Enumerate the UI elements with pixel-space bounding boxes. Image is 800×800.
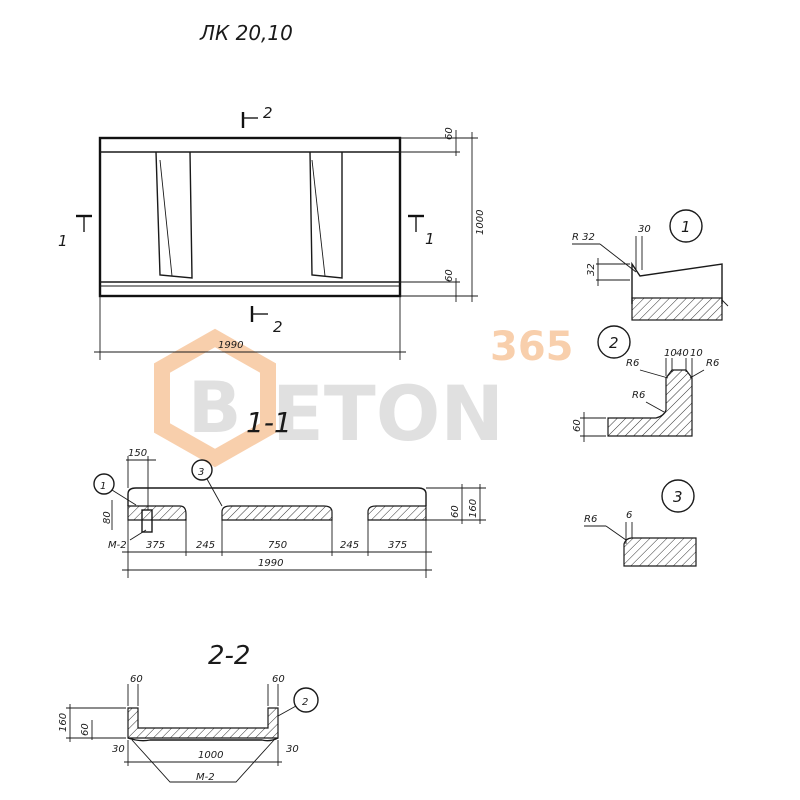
plan-rib-left [155, 151, 193, 279]
section-2-2-hatch [127, 707, 279, 739]
plan-width-dim: 1990 [218, 340, 243, 351]
plan-rib-right [309, 151, 343, 279]
detail-2-dim-40: 40 [676, 348, 689, 359]
section-2-2-dim-1000: 1000 [198, 750, 223, 761]
dim-80: 80 [102, 511, 113, 524]
embed-m2-plate [141, 509, 153, 533]
detail-2-hatch [607, 369, 693, 437]
dim-1990: 1990 [258, 558, 283, 569]
detail-1-dim-32: 32 [586, 263, 597, 276]
cut-mark-bottom: 2 [273, 318, 283, 336]
section-2-2-dim-60-right: 60 [272, 674, 285, 685]
detail-1-hatch [631, 297, 723, 321]
dim-375-left: 375 [146, 540, 165, 551]
watermark: B 365 ETON [154, 324, 574, 468]
drawing-title: ЛК 20,10 [199, 21, 293, 45]
section-2-2-dim-60-left: 60 [130, 674, 143, 685]
detail-3-dim-6: 6 [626, 510, 632, 521]
watermark-hex-icon [154, 328, 276, 468]
detail-2-dim-60: 60 [572, 419, 583, 432]
detail-2-dim-10a: 10 [664, 348, 677, 359]
cut-mark-right: 1 [425, 230, 435, 248]
detail-1-dim-30: 30 [638, 224, 651, 235]
section-2-2: 2-2 М-2 2 60 60 160 60 30 30 1000 [58, 641, 319, 783]
plan-outline [98, 136, 402, 298]
section-2-2-label: 2-2 [208, 641, 250, 671]
section-2-2-dim-30-left: 30 [112, 744, 125, 755]
dim-375-right: 375 [388, 540, 407, 551]
dim-60: 60 [450, 505, 461, 518]
dim-750: 750 [268, 540, 287, 551]
callout-1: 1 [100, 481, 106, 492]
embed-m2-label: М-2 [108, 540, 127, 551]
detail-2-r6-left: R6 [626, 358, 639, 369]
plan-height-dim: 1000 [475, 210, 486, 235]
watermark-b-letter: B [188, 367, 241, 449]
detail-1-number: 1 [681, 218, 691, 236]
detail-2: 2 R6 R6 R6 10 40 10 60 [572, 325, 719, 442]
detail-3: 3 R6 6 [584, 479, 697, 567]
section-2-2-embed: М-2 [196, 772, 215, 783]
callout-2: 2 [302, 697, 308, 708]
detail-1-radius: R 32 [572, 232, 595, 243]
section-2-2-dim-160: 160 [58, 713, 69, 732]
dim-150: 150 [128, 448, 147, 459]
detail-2-dim-10b: 10 [690, 348, 703, 359]
cut-mark-left: 1 [58, 232, 68, 250]
section-1-1-slab-right [367, 505, 427, 521]
plan-rib-top-dim: 60 [444, 127, 455, 140]
detail-3-number: 3 [673, 488, 683, 506]
section-1-1-slab-left [127, 505, 187, 521]
dim-160: 160 [468, 499, 479, 518]
section-2-2-dim-60-vert: 60 [80, 723, 91, 736]
plan-rib-bottom-dim: 60 [444, 269, 455, 282]
dim-245-left: 245 [196, 540, 215, 551]
section-1-1-slab-middle [221, 505, 333, 521]
detail-2-r6-right: R6 [706, 358, 719, 369]
section-1-1: 1-1 1 3 150 80 60 160 М-2 375 245 750 24… [93, 406, 486, 578]
dim-245-right: 245 [340, 540, 359, 551]
section-1-1-label: 1-1 [246, 406, 292, 439]
detail-3-hatch [623, 537, 697, 567]
detail-1: 1 R 32 30 32 [572, 209, 729, 321]
watermark-word: ETON [272, 369, 504, 458]
detail-3-radius: R6 [584, 514, 597, 525]
section-2-2-dim-30-right: 30 [286, 744, 299, 755]
detail-2-number: 2 [609, 334, 619, 352]
callout-3: 3 [198, 467, 204, 478]
cut-mark-top: 2 [263, 104, 273, 122]
watermark-number: 365 [490, 324, 574, 370]
plan-view: 2 2 1 1 1000 60 60 1990 [58, 104, 486, 360]
detail-2-r6-lower: R6 [632, 390, 645, 401]
